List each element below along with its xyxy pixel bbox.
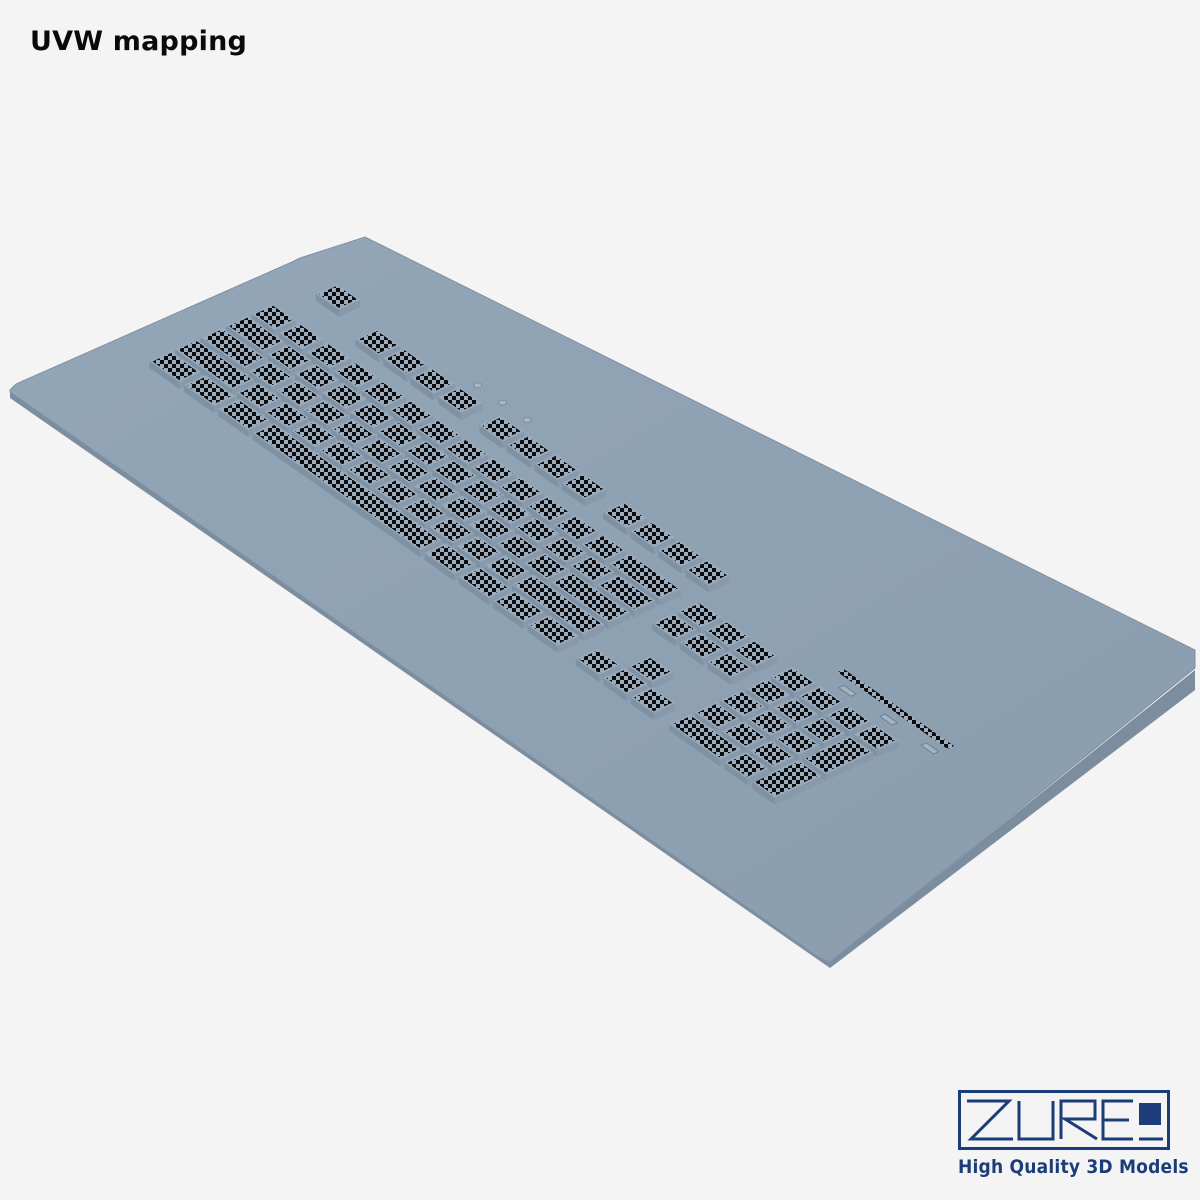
nav-key (707, 651, 752, 685)
function-key (506, 434, 552, 468)
key-layer (149, 283, 955, 805)
fn-key (527, 615, 580, 653)
led-dot (473, 382, 483, 389)
ctrl-key (149, 351, 201, 389)
arrow-left-key (575, 648, 621, 682)
letter-key (542, 536, 587, 570)
letter-key (294, 363, 340, 397)
brand-logo: High Quality 3D Models (958, 1090, 1189, 1178)
menu-key (458, 567, 511, 605)
indicator-light (837, 684, 858, 697)
spacebar-key (252, 423, 442, 557)
alt-key (218, 399, 270, 437)
led-dot (522, 416, 532, 423)
function-key (561, 473, 607, 507)
numpad-key (853, 724, 899, 758)
page-title: UVW mapping (30, 26, 248, 57)
function-key (658, 540, 703, 574)
function-key (438, 386, 483, 420)
number-key (251, 303, 297, 337)
arrow-down-key (603, 667, 648, 701)
function-key (685, 559, 731, 593)
arrow-right-key (630, 687, 676, 721)
escape-key (315, 283, 361, 317)
logo-wordmark-icon (967, 1099, 1163, 1141)
indicator-light (920, 742, 940, 755)
numpad-dot-key (724, 752, 769, 786)
numpad-enter-key (751, 759, 822, 805)
logo-wordmark-box (958, 1090, 1170, 1150)
alt-key (424, 543, 476, 581)
win-key (183, 375, 236, 413)
function-key (355, 329, 401, 363)
logo-tagline: High Quality 3D Models (958, 1156, 1189, 1178)
indicator-light (878, 713, 899, 726)
led-dot (498, 399, 507, 406)
letter-key (291, 420, 337, 454)
indicator-strip (837, 669, 955, 749)
